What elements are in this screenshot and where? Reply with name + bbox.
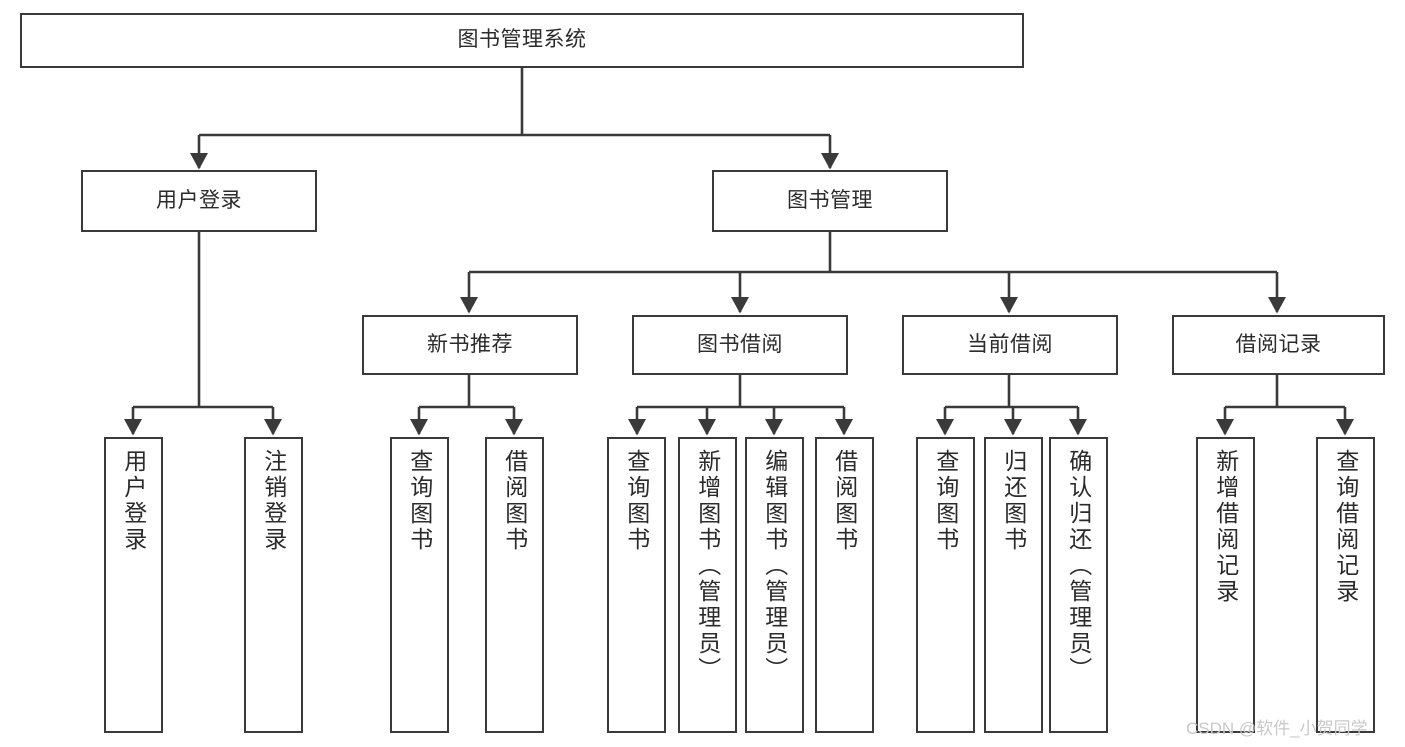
node-label: 借阅图书 [501,449,528,553]
node-label: 查询借阅记录 [1332,449,1359,605]
node-label: 借阅图书 [831,449,858,553]
node-label: 查询图书 [932,449,959,553]
node-book-borrow[interactable]: 图书借阅 [632,315,848,375]
node-leaf-add-record[interactable]: 新增借阅记录 [1196,437,1255,733]
node-label: 当前借阅 [967,332,1053,356]
node-new-book-recommend[interactable]: 新书推荐 [362,315,578,375]
node-label: 借阅记录 [1235,332,1322,356]
node-label: 新增借阅记录 [1212,449,1239,605]
node-label: 图书借阅 [697,332,783,356]
node-label: 归还图书 [1000,449,1027,553]
node-label: 新书推荐 [427,332,513,356]
node-label: 图书管理 [787,188,873,212]
node-leaf-return-book[interactable]: 归还图书 [984,437,1043,733]
node-current-borrow[interactable]: 当前借阅 [902,315,1118,375]
node-book-manage[interactable]: 图书管理 [712,170,948,232]
node-leaf-query-record[interactable]: 查询借阅记录 [1316,437,1375,733]
node-user-login[interactable]: 用户登录 [81,170,317,232]
node-leaf-edit-book[interactable]: 编辑图书（管理员） [745,437,804,733]
node-leaf-query-book-3[interactable]: 查询图书 [916,437,975,733]
node-label: 新增图书（管理员） [694,449,721,683]
node-label: 编辑图书（管理员） [761,449,788,683]
node-label: 查询图书 [623,449,650,553]
node-leaf-borrow-book-1[interactable]: 借阅图书 [485,437,544,733]
node-leaf-add-book[interactable]: 新增图书（管理员） [678,437,737,733]
node-leaf-query-book-1[interactable]: 查询图书 [390,437,449,733]
node-label: 注销登录 [260,449,287,553]
node-label: 用户登录 [156,188,242,212]
node-label: 确认归还（管理员） [1065,449,1092,683]
node-leaf-borrow-book-2[interactable]: 借阅图书 [815,437,874,733]
node-root-system[interactable]: 图书管理系统 [20,13,1024,68]
node-leaf-logout-login[interactable]: 注销登录 [244,437,303,733]
node-leaf-user-login[interactable]: 用户登录 [104,437,163,733]
node-borrow-record[interactable]: 借阅记录 [1172,315,1385,375]
node-label: 图书管理系统 [457,28,587,52]
node-label: 查询图书 [406,449,433,553]
node-label: 用户登录 [120,449,147,553]
node-leaf-confirm-return[interactable]: 确认归还（管理员） [1049,437,1108,733]
node-leaf-query-book-2[interactable]: 查询图书 [607,437,666,733]
